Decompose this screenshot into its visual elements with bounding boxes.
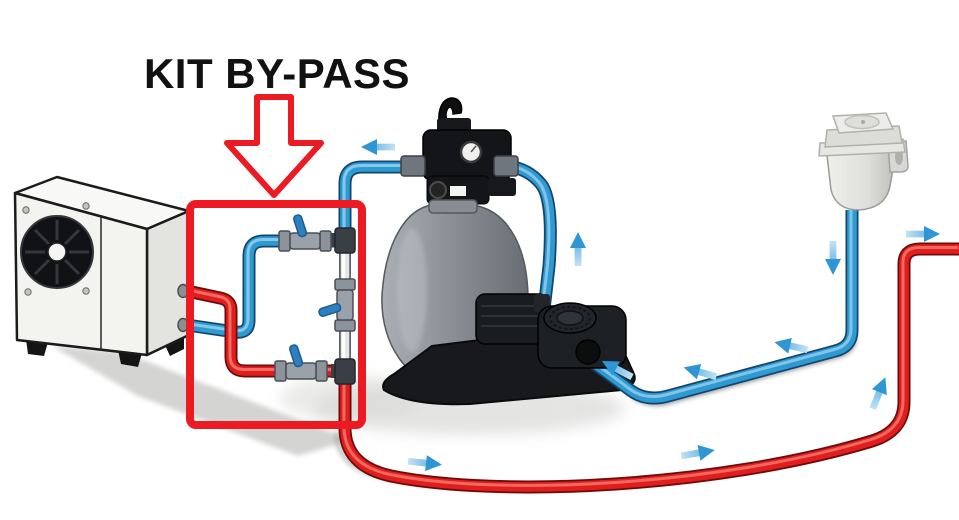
diagram-title: KIT BY-PASS — [144, 50, 410, 97]
skimmer-lid-knob — [861, 120, 865, 124]
tank-collar — [428, 199, 478, 214]
bypass-kit — [274, 213, 356, 385]
pump-inlet-fitting — [575, 339, 601, 365]
pump — [475, 293, 627, 369]
tank-highlight — [397, 228, 427, 352]
flow-arrow-right — [679, 442, 717, 464]
fan-panel-screws — [22, 202, 90, 296]
warm-pipe-return-to-pool — [338, 242, 959, 494]
valve-right-port — [493, 155, 519, 177]
warm-line-ball-valve — [274, 343, 328, 382]
skimmer — [818, 112, 909, 211]
valve-label — [450, 186, 466, 196]
multiport-valve — [400, 97, 519, 214]
bypass-ball-valve — [317, 278, 356, 332]
cold-pipe-skimmer-to-pump — [588, 208, 859, 405]
valve-side-outlet — [488, 178, 516, 196]
flow-arrow-up — [865, 374, 893, 412]
sight-glass — [429, 181, 447, 199]
heat-pump-side-face — [145, 209, 191, 357]
flow-arrow-left — [361, 139, 395, 155]
cold-pipe-filter-to-heatpump — [185, 160, 419, 339]
flow-arrow-up — [570, 232, 586, 266]
bypass-highlight-box — [186, 200, 366, 429]
flow-arrow-right — [906, 226, 940, 242]
bypass-top-tee — [334, 227, 356, 254]
flow-arrow-right — [407, 453, 443, 473]
bypass-bottom-tee — [334, 358, 356, 385]
heat-pump — [13, 175, 191, 367]
callout-down-arrow-icon — [224, 94, 324, 198]
fan-icon — [20, 215, 94, 289]
cold-line-ball-valve — [278, 213, 332, 252]
flow-arrow-down — [825, 241, 841, 275]
skimmer-body — [826, 151, 897, 211]
gauge-needle — [470, 145, 477, 153]
valve-left-port — [400, 155, 426, 177]
warm-pipe-heatpump-to-bypass — [185, 284, 336, 378]
